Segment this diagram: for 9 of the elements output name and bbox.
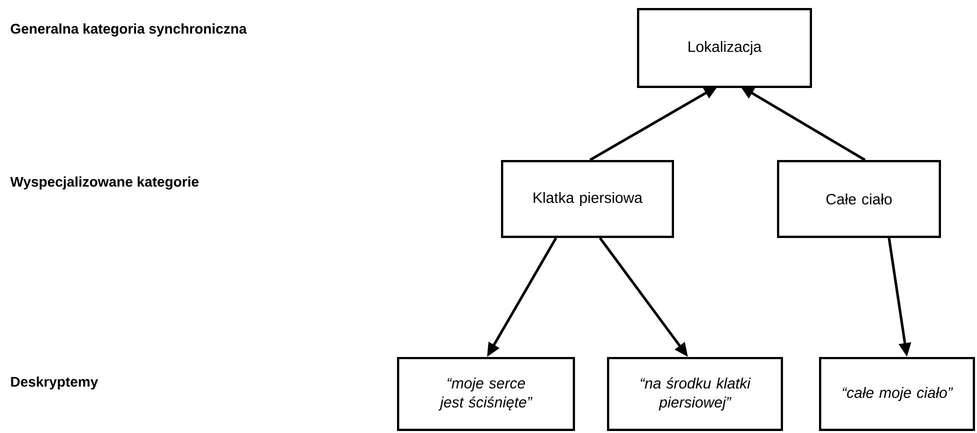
box: Klatka piersiowa xyxy=(501,160,674,238)
box: Lokalizacja xyxy=(637,8,812,88)
level-label: Deskryptemy xyxy=(11,376,98,390)
level-label: Generalna kategoria synchroniczna xyxy=(10,23,247,37)
box: “na środku klatki piersiowej” xyxy=(607,356,783,431)
level-label: Wyspecjalizowane kategorie xyxy=(10,176,199,190)
box: “całe moje ciało” xyxy=(819,356,975,431)
box: Całe ciało xyxy=(777,160,941,238)
box: “moje serce jest ściśnięte” xyxy=(397,356,575,431)
